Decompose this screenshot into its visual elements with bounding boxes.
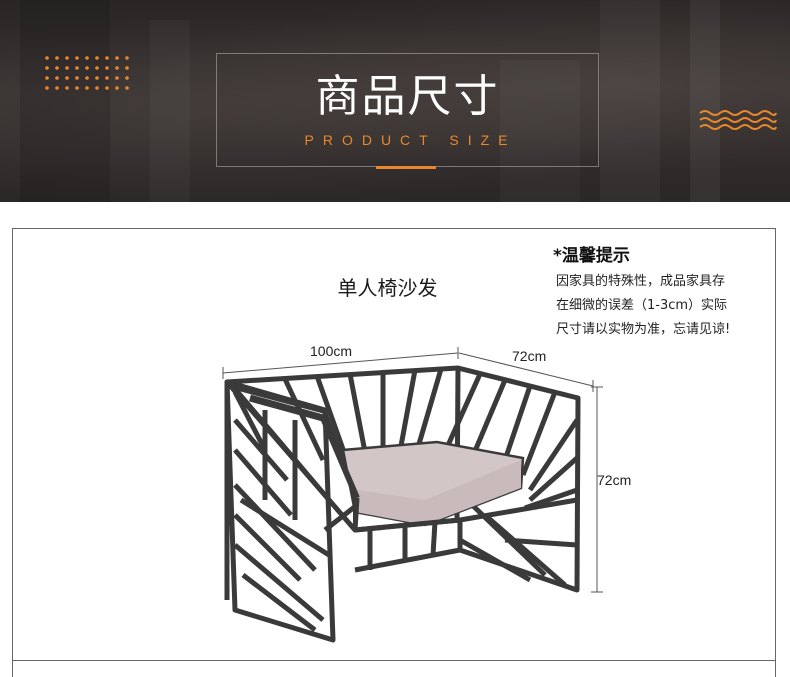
height-dimension-label: 72cm <box>597 472 632 488</box>
section-title: 商品尺寸 <box>315 71 500 122</box>
dot-grid-icon <box>45 56 129 90</box>
title-underline <box>376 166 436 169</box>
chair-base-frame <box>354 517 461 573</box>
width-dimension-label: 100cm <box>310 343 353 359</box>
notice-line: 因家具的特殊性，成品家具存 <box>556 274 726 289</box>
notice-line: 在细微的误差（1-3cm）实际 <box>556 298 728 313</box>
banner-background-texture <box>20 0 720 202</box>
dimension-lines <box>222 347 603 593</box>
armchair-illustration <box>222 347 603 643</box>
notice-title: *温馨提示 <box>553 246 630 266</box>
chair-back-frame <box>224 365 581 593</box>
wave-lines-icon <box>699 110 777 130</box>
next-panel-edge <box>12 661 776 677</box>
notice-line: 尺寸请以实物为准，忘请见谅! <box>556 322 731 337</box>
chair-left-arm-frame <box>224 379 360 643</box>
header-banner: 商品尺寸 PRODUCT SIZE <box>0 0 790 202</box>
product-name: 单人椅沙发 <box>337 276 438 300</box>
depth-dimension-label: 72cm <box>512 348 547 364</box>
product-dimension-panel <box>12 228 776 661</box>
section-subtitle: PRODUCT SIZE <box>304 132 517 148</box>
